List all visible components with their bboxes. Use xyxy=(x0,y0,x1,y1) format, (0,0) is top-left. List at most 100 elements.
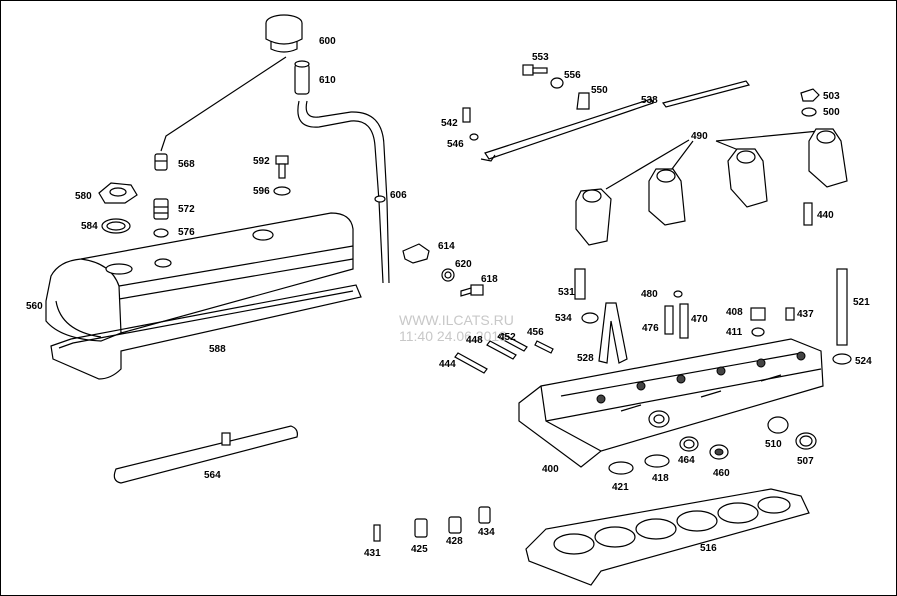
callout-480[interactable]: 480 xyxy=(641,289,658,300)
part-428-sleeve xyxy=(448,516,462,534)
callout-568[interactable]: 568 xyxy=(178,159,195,170)
callout-521[interactable]: 521 xyxy=(853,297,870,308)
callout-572[interactable]: 572 xyxy=(178,204,195,215)
callout-452[interactable]: 452 xyxy=(499,332,516,343)
watermark-line-1: WWW.ILCATS.RU xyxy=(399,312,514,328)
callout-516[interactable]: 516 xyxy=(700,543,717,554)
callout-596[interactable]: 596 xyxy=(253,186,270,197)
part-510-plug xyxy=(767,416,789,434)
part-516-head-gasket xyxy=(525,488,810,586)
callout-428[interactable]: 428 xyxy=(446,536,463,547)
callout-444[interactable]: 444 xyxy=(439,359,456,370)
callout-421[interactable]: 421 xyxy=(612,482,629,493)
callout-534[interactable]: 534 xyxy=(555,313,572,324)
part-564-tube xyxy=(113,425,298,484)
part-452-stud xyxy=(497,332,528,352)
part-444-stud xyxy=(454,352,488,374)
callout-510[interactable]: 510 xyxy=(765,439,782,450)
part-534-washer xyxy=(581,312,599,324)
part-421-seal xyxy=(608,461,634,475)
callout-560[interactable]: 560 xyxy=(26,301,43,312)
watermark-line-2: 11:40 24.06.2013 xyxy=(399,328,507,344)
callout-456[interactable]: 456 xyxy=(527,327,544,338)
part-490-rocker-arms xyxy=(575,128,848,246)
callout-431[interactable]: 431 xyxy=(364,548,381,559)
callout-584[interactable]: 584 xyxy=(81,221,98,232)
part-568-fitting xyxy=(154,153,168,171)
callout-425[interactable]: 425 xyxy=(411,544,428,555)
callout-614[interactable]: 614 xyxy=(438,241,455,252)
callout-524[interactable]: 524 xyxy=(855,356,872,367)
callout-553[interactable]: 553 xyxy=(532,52,549,63)
callout-538[interactable]: 538 xyxy=(641,95,658,106)
part-418-seal xyxy=(644,454,670,468)
part-538-rocker-shaft xyxy=(480,80,751,162)
callout-576[interactable]: 576 xyxy=(178,227,195,238)
part-542-bolt xyxy=(462,107,471,123)
part-470-pin xyxy=(679,303,689,339)
callout-460[interactable]: 460 xyxy=(713,468,730,479)
part-531-bolt xyxy=(574,268,586,300)
part-584-gasket xyxy=(101,218,131,234)
part-528-bracket xyxy=(598,302,628,364)
part-620-washer xyxy=(441,268,455,282)
part-600-breather-cap xyxy=(265,14,303,53)
callout-618[interactable]: 618 xyxy=(481,274,498,285)
part-546-washer xyxy=(469,133,479,141)
part-456-stud xyxy=(534,340,554,354)
callout-418[interactable]: 418 xyxy=(652,473,669,484)
part-553-bolt xyxy=(522,64,548,76)
part-614-clip xyxy=(402,243,430,264)
callout-440[interactable]: 440 xyxy=(817,210,834,221)
callout-503[interactable]: 503 xyxy=(823,91,840,102)
callout-580[interactable]: 580 xyxy=(75,191,92,202)
callout-507[interactable]: 507 xyxy=(797,456,814,467)
callout-550[interactable]: 550 xyxy=(591,85,608,96)
part-610-sleeve xyxy=(294,60,310,95)
callout-434[interactable]: 434 xyxy=(478,527,495,538)
callout-600[interactable]: 600 xyxy=(319,36,336,47)
callout-592[interactable]: 592 xyxy=(253,156,270,167)
part-476-sleeve xyxy=(664,305,674,335)
part-580-filler-cap xyxy=(98,182,138,204)
callout-490[interactable]: 490 xyxy=(691,131,708,142)
callout-564[interactable]: 564 xyxy=(204,470,221,481)
part-560-valve-cover xyxy=(45,212,354,342)
part-588-gasket xyxy=(50,284,362,380)
callout-542[interactable]: 542 xyxy=(441,118,458,129)
callout-531[interactable]: 531 xyxy=(558,287,575,298)
part-524-washer xyxy=(832,353,852,365)
part-576-washer xyxy=(153,228,169,238)
part-618-bolt xyxy=(460,284,484,297)
part-556-washer xyxy=(550,77,564,89)
part-434-sleeve xyxy=(478,506,491,524)
part-500-washer xyxy=(801,107,817,117)
callout-620[interactable]: 620 xyxy=(455,259,472,270)
callout-464[interactable]: 464 xyxy=(678,455,695,466)
callout-470[interactable]: 470 xyxy=(691,314,708,325)
part-464-seal xyxy=(679,436,699,452)
callout-556[interactable]: 556 xyxy=(564,70,581,81)
part-440-stud xyxy=(803,202,813,226)
callout-546[interactable]: 546 xyxy=(447,139,464,150)
part-480-ring xyxy=(673,290,683,298)
callout-610[interactable]: 610 xyxy=(319,75,336,86)
part-448-stud xyxy=(486,340,517,360)
part-503-nut xyxy=(800,88,820,102)
part-572-fitting xyxy=(153,198,169,220)
callout-500[interactable]: 500 xyxy=(823,107,840,118)
callout-408[interactable]: 408 xyxy=(726,307,743,318)
callout-588[interactable]: 588 xyxy=(209,344,226,355)
callout-476[interactable]: 476 xyxy=(642,323,659,334)
callout-411[interactable]: 411 xyxy=(726,327,743,338)
part-606-hose xyxy=(297,100,390,284)
callout-400[interactable]: 400 xyxy=(542,464,559,475)
part-425-sleeve xyxy=(414,518,428,538)
callout-437[interactable]: 437 xyxy=(797,309,814,320)
callout-448[interactable]: 448 xyxy=(466,335,483,346)
part-521-bolt xyxy=(836,268,848,346)
part-408-plug xyxy=(750,307,766,321)
callout-606[interactable]: 606 xyxy=(390,190,407,201)
callout-528[interactable]: 528 xyxy=(577,353,594,364)
